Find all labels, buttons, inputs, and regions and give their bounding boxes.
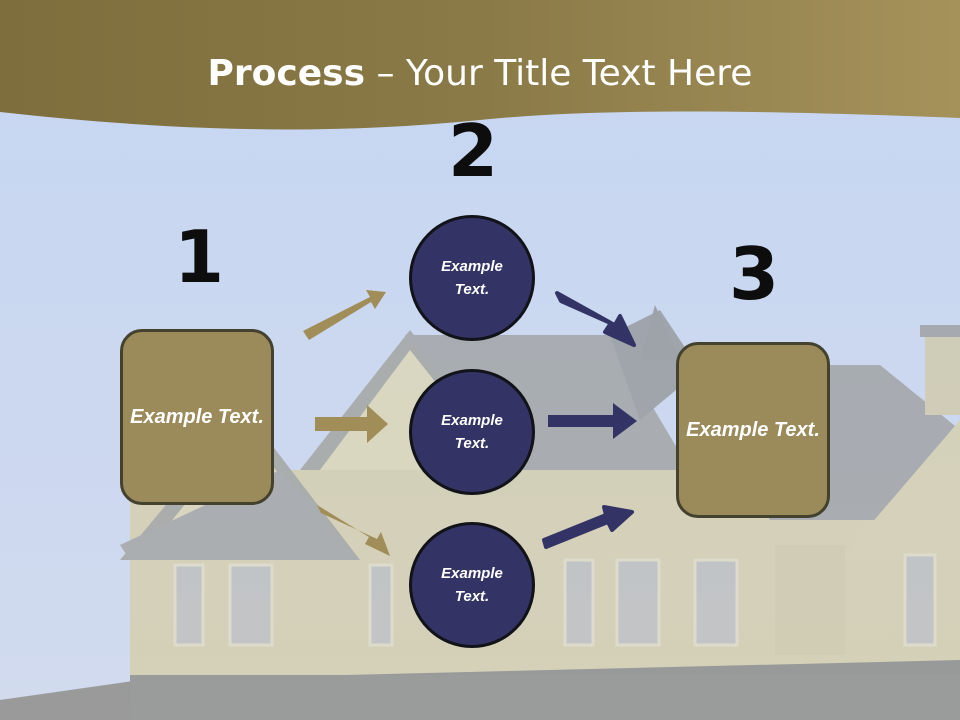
arrow-gold-right [315,405,388,443]
arrow-navy-right [548,403,637,439]
step-number-1: 1 [173,215,225,299]
circle-bottom-text: Example Text. [441,565,503,605]
step-2-circle-middle: Example Text. [409,369,535,495]
step-2-circle-top: Example Text. [409,215,535,341]
step-1-box-text: Example Text. [130,405,264,428]
arrow-navy-down [555,291,636,347]
slide-title: Process – Your Title Text Here [0,52,960,96]
step-3-box-text: Example Text. [686,418,820,441]
circle-top-text: Example Text. [441,258,503,298]
step-2-circle-bottom: Example Text. [409,522,535,648]
step-1-box: Example Text. [120,329,274,505]
header-band [0,0,960,130]
title-rest: – Your Title Text Here [365,53,753,94]
arrow-navy-up [542,505,634,549]
step-number-2: 2 [447,109,499,193]
arrow-gold-up [303,290,386,340]
arrow-gold-down [317,505,390,556]
step-3-box: Example Text. [676,342,830,518]
circle-middle-text: Example Text. [441,412,503,452]
title-bold: Process [207,53,366,94]
step-number-3: 3 [728,232,780,316]
